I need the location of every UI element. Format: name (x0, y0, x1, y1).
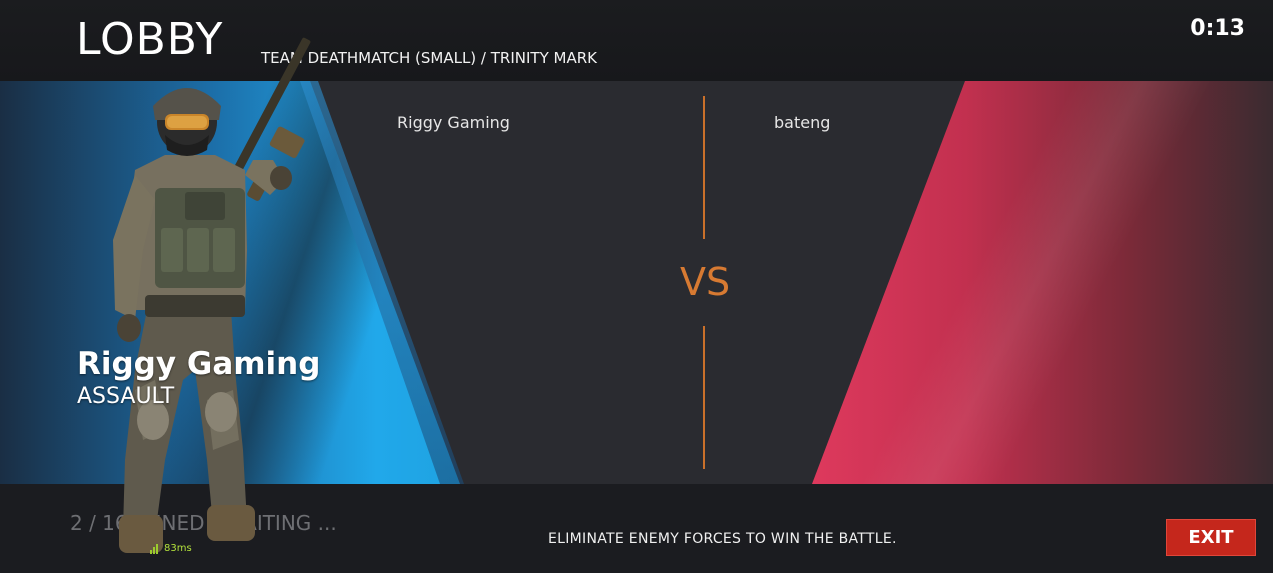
game-mode-label: TEAM DEATHMATCH (SMALL) / TRINITY MARK (261, 49, 597, 67)
top-bar: LOBBY TEAM DEATHMATCH (SMALL) / TRINITY … (0, 0, 1273, 81)
right-team-name: bateng (774, 113, 831, 132)
objective-text: ELIMINATE ENEMY FORCES TO WIN THE BATTLE… (548, 531, 897, 547)
vs-divider-bottom (703, 326, 705, 469)
player-class: ASSAULT (77, 384, 175, 409)
vs-divider-top (703, 96, 705, 239)
page-title: LOBBY (76, 14, 224, 65)
vs-label: VS (680, 260, 731, 304)
soldier-character-image (113, 37, 311, 553)
ping-value: 83ms (164, 543, 192, 554)
ping-indicator: 83ms (150, 543, 192, 554)
player-name: Riggy Gaming (77, 346, 321, 382)
signal-icon (150, 544, 158, 554)
red-team-backdrop (812, 81, 1273, 484)
left-team-name: Riggy Gaming (397, 113, 510, 132)
exit-button[interactable]: EXIT (1166, 519, 1256, 556)
countdown-timer: 0:13 (1190, 16, 1245, 41)
join-status: 2 / 16 JOINED - WAITING ... (70, 511, 337, 535)
